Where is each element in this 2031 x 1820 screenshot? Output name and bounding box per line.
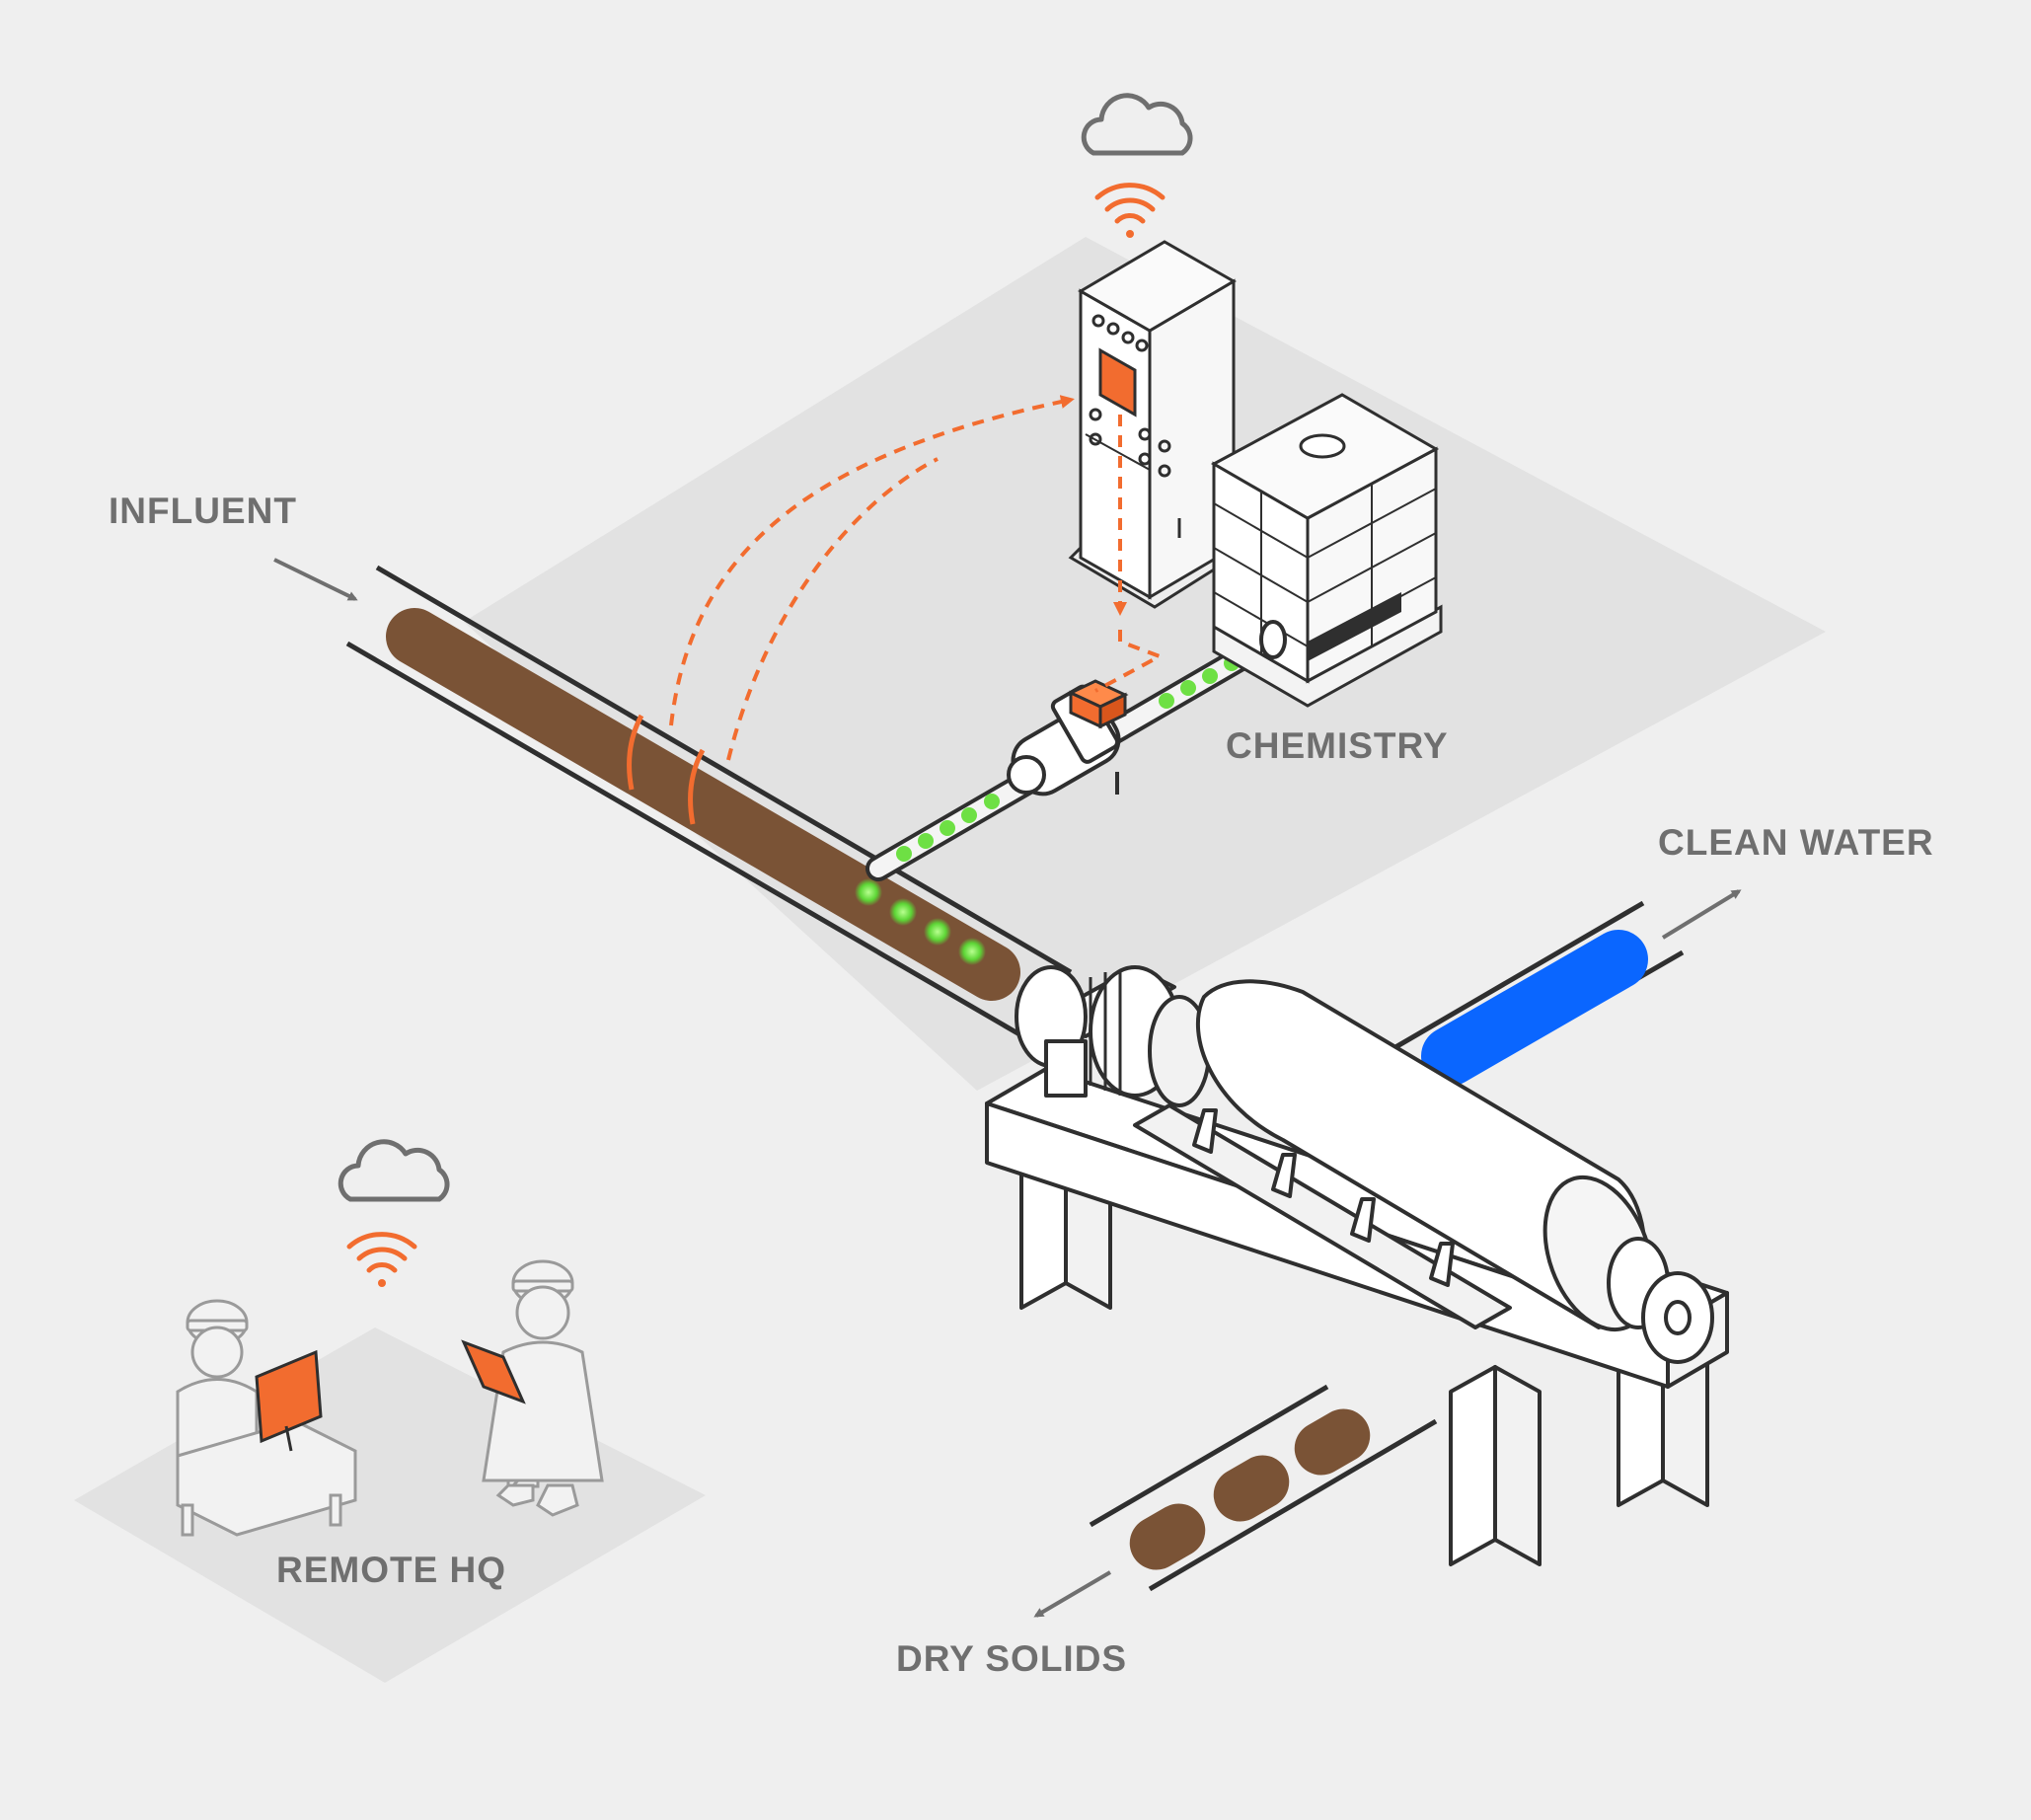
chemistry-label: CHEMISTRY bbox=[1226, 725, 1449, 766]
influent-pipe bbox=[345, 565, 1073, 1041]
cabinet-screen bbox=[1098, 347, 1137, 417]
dry-solids-label: DRY SOLIDS bbox=[896, 1638, 1128, 1679]
clean-water-label: CLEAN WATER bbox=[1658, 822, 1934, 863]
clean-water-pipe bbox=[1370, 900, 1685, 1100]
tablet-device bbox=[461, 1339, 526, 1404]
seated-operator-figure bbox=[176, 1299, 357, 1537]
remote-hq-label: REMOTE HQ bbox=[276, 1550, 507, 1590]
sensor-ring-2 bbox=[688, 748, 706, 825]
remote-wifi-signal-icon bbox=[346, 1232, 417, 1287]
chemistry-dosing-line bbox=[865, 627, 1286, 881]
dry-solids-conveyor bbox=[1089, 1384, 1438, 1592]
chemistry-tote bbox=[1210, 393, 1443, 708]
influent-label: INFLUENT bbox=[109, 491, 297, 531]
desktop-monitor bbox=[255, 1349, 323, 1444]
clean-water-arrow-icon bbox=[1661, 889, 1742, 940]
remote-hq-floor bbox=[74, 1327, 706, 1683]
clean-water-flow bbox=[1421, 930, 1648, 1086]
wifi-signal-icon bbox=[1094, 183, 1166, 238]
cloud-icon bbox=[1081, 93, 1193, 156]
dry-solids-arrow-icon bbox=[1033, 1570, 1112, 1618]
influent-arrow-icon bbox=[273, 558, 358, 601]
sensor-ring-1 bbox=[627, 714, 644, 791]
flow-sensor-box bbox=[1067, 679, 1129, 729]
remote-cloud-icon bbox=[338, 1139, 450, 1202]
decanter-centrifuge bbox=[985, 965, 1729, 1566]
dosing-pump bbox=[1007, 684, 1121, 796]
mixed-polymer-dots bbox=[855, 878, 986, 965]
data-flow-lines bbox=[669, 395, 1165, 761]
standing-operator-figure bbox=[461, 1259, 604, 1517]
